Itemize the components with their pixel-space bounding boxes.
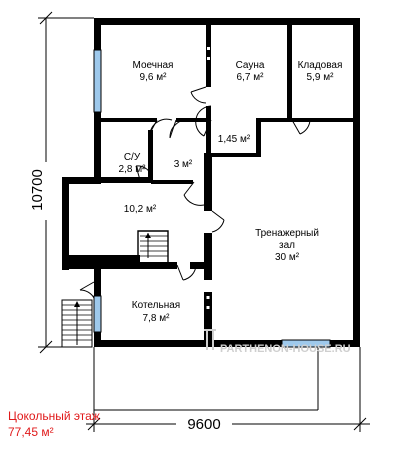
dim-width-bg: [176, 415, 232, 433]
room-name: Моечная: [133, 60, 174, 71]
room-sauna: Сауна 6,7 м²: [236, 60, 265, 83]
room-area: 10,2 м²: [124, 204, 157, 215]
room-boiler: Котельная 7,8 м²: [132, 300, 180, 324]
dimension-height: 10700: [29, 169, 46, 211]
room-corridor: 3 м²: [174, 159, 193, 170]
stairs-lower: [61, 299, 93, 348]
room-area: 6,7 м²: [237, 72, 265, 83]
stairs-upper: [137, 230, 169, 262]
dimension-width: 9600: [187, 416, 220, 433]
room-moechnaya: Моечная 9,6 м²: [133, 60, 174, 83]
room-area: 9,6 м²: [140, 72, 168, 83]
vents: [206, 47, 210, 309]
window-gym: [281, 339, 331, 348]
room-hall: 10,2 м²: [124, 204, 157, 215]
dim-height-bg: [28, 162, 48, 220]
watermark: PARTHENON-HOUSE.RU: [204, 329, 351, 355]
room-name: Сауна: [236, 60, 265, 71]
room-area: 3 м²: [174, 159, 193, 170]
room-vestibule: 1,45 м²: [218, 134, 251, 145]
room-area: 5,9 м²: [307, 72, 335, 83]
room-name: Кладовая: [298, 60, 343, 71]
room-name-2: зал: [279, 240, 295, 251]
watermark-text: PARTHENON-HOUSE.RU: [220, 343, 351, 355]
room-area: 30 м²: [275, 252, 300, 263]
room-su: С/У 2,8 м²: [119, 152, 147, 175]
room-name: Котельная: [132, 300, 180, 311]
doors: [79, 86, 311, 299]
room-area: 2,8 м²: [119, 164, 147, 175]
floor-area-caption: 77,45 м²: [8, 425, 54, 439]
room-name: С/У: [124, 152, 141, 163]
room-kladovaya: Кладовая 5,9 м²: [298, 60, 343, 83]
window-moechnaya: [93, 49, 102, 113]
window-boiler: [93, 295, 102, 333]
room-area: 1,45 м²: [218, 134, 251, 145]
windows: [93, 49, 331, 348]
floor-name-caption: Цокольный этаж: [8, 409, 100, 423]
room-gym: Тренажерный зал 30 м²: [255, 228, 319, 263]
room-area: 7,8 м²: [143, 313, 171, 324]
room-name: Тренажерный: [255, 228, 319, 239]
